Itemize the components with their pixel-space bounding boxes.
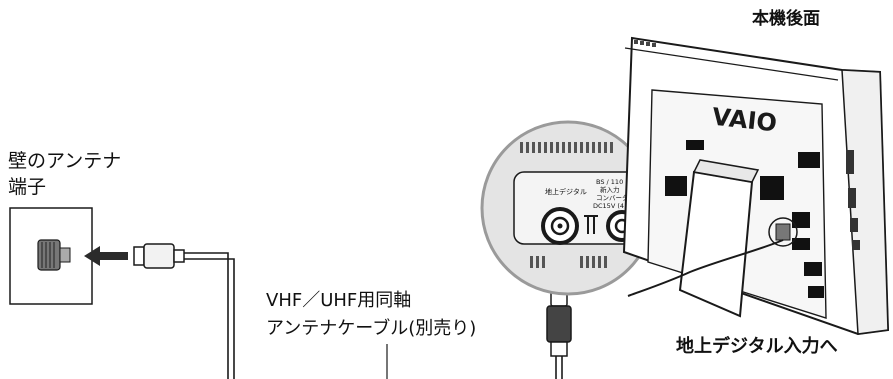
wall-antenna-terminal-label: 壁のアンテナ 端子 [8, 148, 121, 200]
panel-dc-label: DC15V (4 [593, 202, 624, 210]
pc-rear-illustration: VAIO [622, 36, 890, 336]
panel-bs-label: BS / 110 [596, 178, 623, 186]
cable-line-1: VHF／UHF用同軸 [266, 290, 412, 311]
wall-terminal-line-2: 端子 [8, 176, 47, 198]
digital-input-label: 地上デジタル入力へ [676, 336, 838, 357]
wall-antenna-plate [9, 207, 93, 305]
separator-symbol [584, 215, 598, 234]
wall-terminal-line-1: 壁のアンテナ [8, 150, 122, 172]
digital-terrestrial-socket [541, 207, 579, 245]
vaio-logo: VAIO [711, 103, 778, 138]
zoom-detail-circle: 地上デジタル BS / 110 新入力 コンバータ DC15V (4 [480, 120, 656, 296]
insert-arrow-left-icon [84, 246, 128, 266]
coax-cable [184, 252, 563, 379]
coax-cable-label: VHF／UHF用同軸 アンテナケーブル(別売り) [266, 287, 476, 343]
rear-view-title: 本機後面 [752, 9, 820, 29]
panel-digital-label: 地上デジタル [545, 187, 587, 196]
cable-line-2: アンテナケーブル(別売り) [266, 318, 477, 339]
panel-converter-label: コンバータ [596, 193, 629, 202]
left-cable-plug [133, 243, 185, 269]
panel-input-label: 新入力 [600, 185, 620, 194]
